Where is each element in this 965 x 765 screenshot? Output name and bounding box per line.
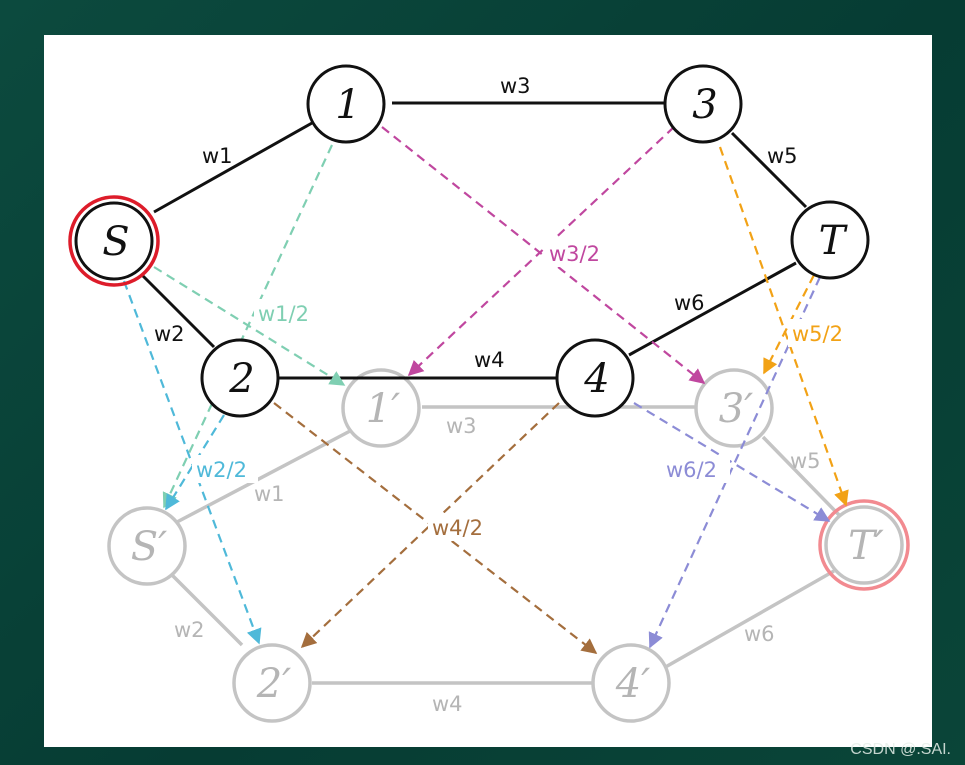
node-2 — [200, 338, 280, 418]
ghost-node-label-sp: S′ — [131, 524, 167, 570]
watermark: CSDN @.SAI. — [850, 741, 951, 758]
edge-3-t — [730, 131, 808, 209]
arrow-1-to-3p — [381, 126, 706, 384]
ghost-node-tp — [824, 505, 904, 585]
source-ring — [68, 195, 160, 287]
cross-label-w1-half-group: w1/2 — [254, 299, 320, 327]
ghost-node-label-1p: 1′ — [366, 386, 401, 432]
ghost-node-label-2p: 2′ — [256, 661, 292, 707]
arrow-t-to-3p — [763, 274, 815, 375]
cross-label-w3-half-group: w3/2 — [544, 239, 616, 267]
cross-label-w2-half-group: w2/2 — [192, 455, 258, 483]
node-label-t: T — [819, 218, 849, 264]
edge-label-w1: w1 — [202, 144, 233, 168]
arrow-4-to-tp — [633, 402, 831, 522]
ghost-node-sp — [107, 506, 187, 586]
ghost-edge-label-w1: w1 — [254, 482, 285, 506]
edge-label-w2: w2 — [154, 322, 185, 346]
ghost-edge-label-w2: w2 — [174, 618, 205, 642]
ghost-node-label-4p: 4′ — [615, 661, 651, 707]
edge-s-2 — [140, 273, 216, 349]
cross-label-w4-half: w4/2 — [432, 516, 483, 540]
ghost-node-1p — [341, 368, 421, 448]
ghost-edge-label-w3: w3 — [446, 414, 477, 438]
ghost-edge-label-w5: w5 — [790, 449, 821, 473]
node-3 — [663, 64, 743, 144]
edge-label-w4: w4 — [474, 348, 505, 372]
diagram-panel: w3 w1 w5 w2 w6 w4 1′ 3′ S′ 2′ 4′ T′ — [44, 35, 932, 747]
edge-s-1 — [153, 121, 313, 214]
ghost-edge-4p-tp — [661, 569, 835, 671]
edge-label-w3: w3 — [500, 74, 531, 98]
node-label-3: 3 — [692, 82, 717, 128]
node-label-2: 2 — [228, 356, 254, 402]
cross-label-w4-half-group: w4/2 — [428, 513, 502, 541]
ghost-edge-1p-sp — [176, 428, 353, 524]
node-1 — [306, 64, 386, 144]
ghost-node-label-3p: 3′ — [719, 386, 754, 432]
arrow-3-to-1p — [407, 126, 675, 377]
cross-label-w6-half-group: w6/2 — [664, 455, 730, 483]
ghost-target-ring — [818, 499, 910, 591]
ghost-node-4p — [591, 643, 671, 723]
cross-label-w5-half: w5/2 — [792, 322, 843, 346]
cross-label-w5-half-group: w5/2 — [788, 319, 858, 347]
node-s — [74, 201, 154, 281]
node-label-s: S — [102, 219, 129, 265]
ghost-edge-3p-tp — [761, 435, 843, 519]
ghost-node-3p — [694, 368, 774, 448]
arrow-s-to-2p — [122, 280, 262, 645]
ghost-node-label-tp: T′ — [848, 523, 884, 569]
arrow-3-to-tp — [718, 146, 849, 507]
ghost-edge-label-w4: w4 — [432, 692, 463, 716]
edge-label-w6: w6 — [674, 291, 705, 315]
arrow-2-to-sp — [165, 414, 225, 511]
ghost-edge-sp-2p — [170, 573, 244, 647]
arrow-1-to-sp — [162, 144, 333, 509]
edge-label-w5: w5 — [767, 144, 798, 168]
cross-label-w6-half: w6/2 — [666, 458, 717, 482]
edge-4-t — [628, 261, 797, 357]
cross-label-w3-half: w3/2 — [549, 242, 600, 266]
node-label-4: 4 — [583, 356, 609, 402]
cross-label-w1-half: w1/2 — [258, 302, 309, 326]
node-4 — [555, 338, 635, 418]
ghost-node-2p — [232, 643, 312, 723]
graph-diagram: w3 w1 w5 w2 w6 w4 1′ 3′ S′ 2′ 4′ T′ — [68, 64, 910, 723]
node-t — [790, 200, 870, 280]
ghost-edge-label-w6: w6 — [744, 622, 775, 646]
node-label-1: 1 — [335, 82, 360, 128]
cross-label-w2-half: w2/2 — [196, 458, 247, 482]
